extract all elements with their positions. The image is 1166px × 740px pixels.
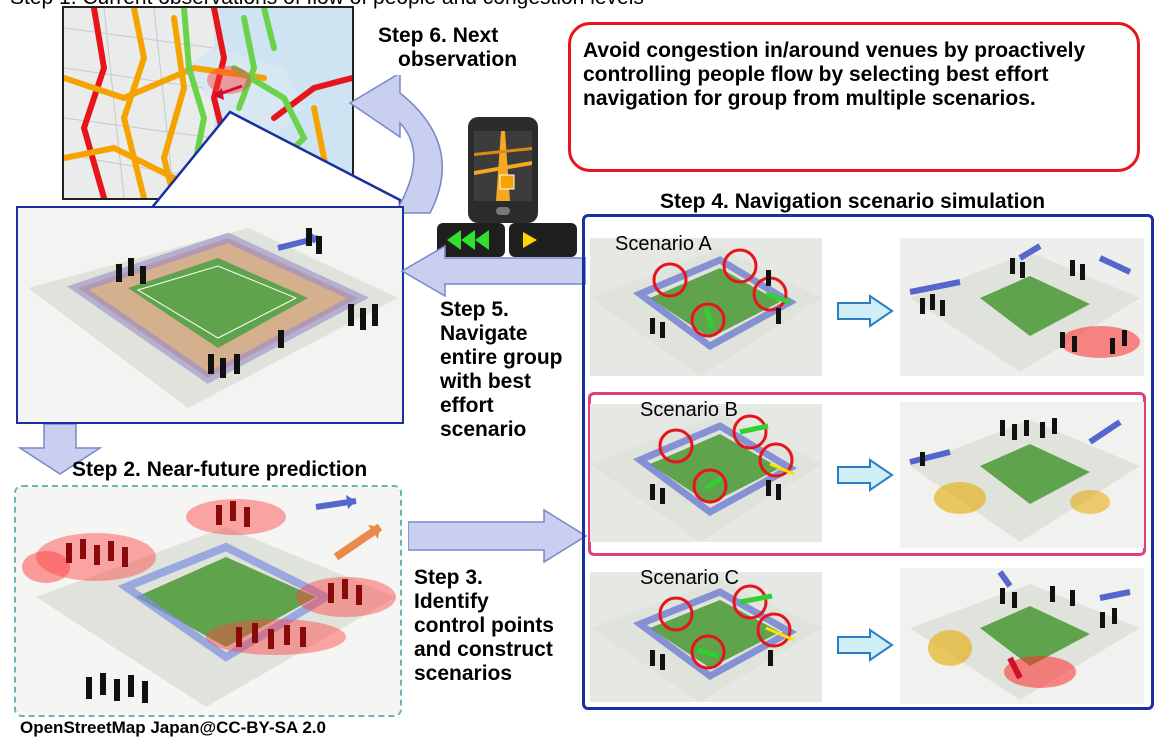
navigate-left-button[interactable] — [437, 223, 505, 257]
goal-line-2: controlling people flow by selecting bes… — [583, 63, 1049, 86]
scenario-b-before — [590, 404, 822, 542]
step1-title: Step 1. Current observations of flow of … — [10, 0, 644, 10]
scenario-c-before — [590, 572, 822, 702]
prediction-panel — [14, 485, 402, 717]
scenario-c-arrow — [837, 628, 894, 662]
scenario-b-arrow — [837, 458, 894, 492]
credit-text: OpenStreetMap Japan@CC-BY-SA 2.0 — [20, 718, 326, 737]
scenario-a-result — [900, 238, 1144, 376]
goal-line-1: Avoid congestion in/around venues by pro… — [583, 39, 1086, 62]
step6-curved-arrow[interactable] — [345, 75, 445, 215]
scenario-a-before — [590, 238, 822, 376]
navigate-right-button[interactable] — [509, 223, 577, 257]
scenario-a-arrow — [837, 294, 894, 328]
step3-arrow[interactable] — [408, 508, 588, 564]
step5-label: Step 5. Navigate entire group with best … — [440, 298, 563, 441]
goal-box: Avoid congestion in/around venues by pro… — [568, 22, 1140, 172]
scenario-c-label: Scenario C — [640, 567, 739, 589]
scenario-a-label: Scenario A — [615, 233, 712, 255]
goal-line-3: navigation for group from multiple scena… — [583, 87, 1036, 110]
step2-down-arrow[interactable] — [14, 424, 106, 476]
step3-label: Step 3. Identify control points and cons… — [414, 566, 554, 685]
scenario-b-highlight — [588, 392, 1146, 556]
step2-label: Step 2. Near-future prediction — [72, 458, 368, 481]
step6-label: Step 6. Next observation — [378, 24, 518, 71]
step5-arrow[interactable] — [400, 244, 586, 298]
current-observation-panel — [16, 206, 404, 424]
smartphone-icon — [468, 117, 538, 223]
scenario-container — [582, 214, 1154, 710]
scenario-c-result — [900, 568, 1144, 704]
step4-label: Step 4. Navigation scenario simulation — [660, 190, 1046, 213]
scenario-b-label: Scenario B — [640, 399, 738, 421]
scenario-b-result — [900, 402, 1144, 548]
